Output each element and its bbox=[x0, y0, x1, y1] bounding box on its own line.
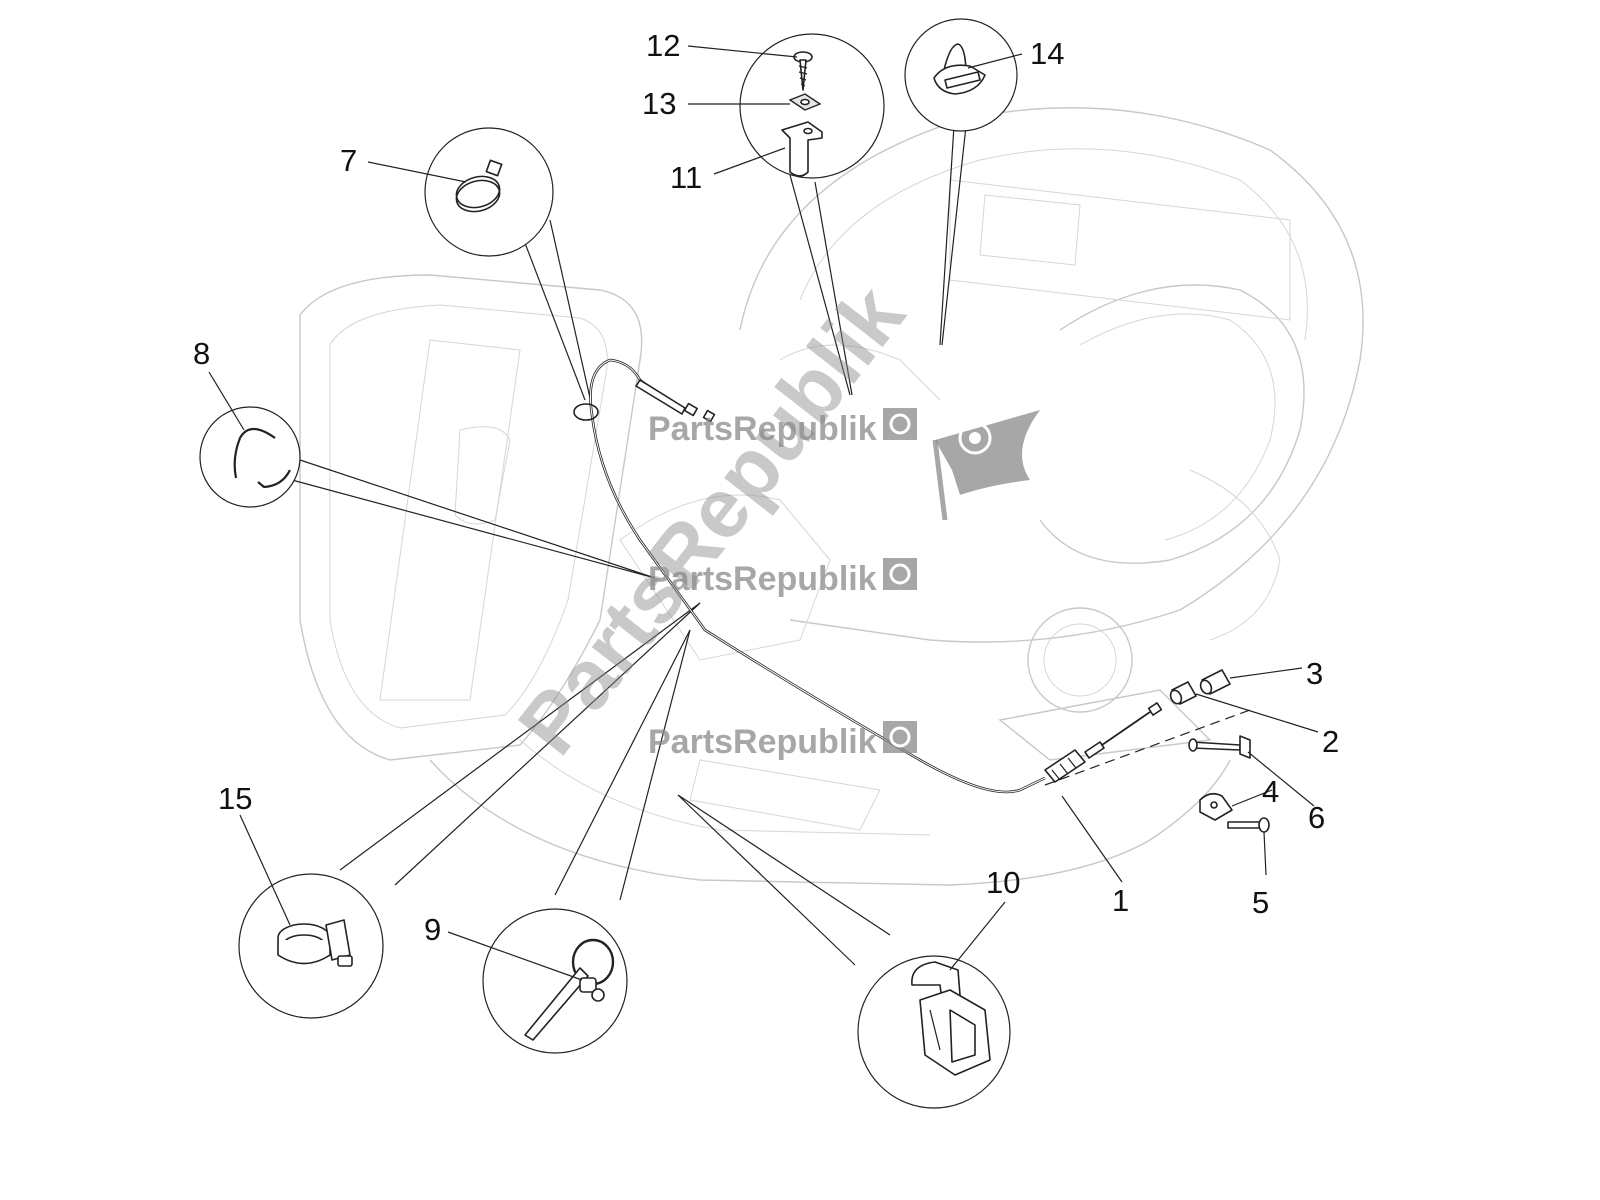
screw-part-5 bbox=[1227, 817, 1270, 833]
plate-part-4 bbox=[1199, 792, 1233, 821]
callout-circle-14 bbox=[904, 18, 1018, 132]
part-number-9: 9 bbox=[424, 912, 441, 947]
part-number-labels: 1 2 3 4 5 6 7 8 9 10 11 12 13 14 15 bbox=[193, 28, 1339, 947]
cable-clamp-part-15 bbox=[277, 919, 353, 967]
watermark-label-2: PartsRepublik bbox=[648, 558, 917, 598]
number-leaders bbox=[208, 45, 1319, 981]
callout-circle-8 bbox=[199, 406, 301, 508]
part-number-2: 2 bbox=[1322, 724, 1339, 759]
part-number-4: 4 bbox=[1262, 774, 1279, 809]
part-number-14: 14 bbox=[1030, 36, 1064, 71]
throttle-cable-part-1 bbox=[573, 358, 1163, 794]
callout-circle-11-12-13 bbox=[739, 33, 885, 179]
part-number-11: 11 bbox=[670, 160, 702, 195]
watermark-flag-icon bbox=[932, 410, 1040, 521]
watermark-text-2: PartsRepublik bbox=[648, 560, 877, 598]
part-number-6: 6 bbox=[1308, 800, 1325, 835]
watermark-text-3: PartsRepublik bbox=[648, 723, 877, 761]
callout-circle-7 bbox=[424, 127, 554, 257]
cable-tie-part-9 bbox=[524, 938, 615, 1041]
gear-icon bbox=[883, 408, 917, 440]
screw-part-12 bbox=[793, 51, 813, 91]
watermark-text-1: PartsRepublik bbox=[648, 410, 877, 448]
clip-nut-part-13 bbox=[788, 93, 822, 111]
pin-part-6 bbox=[1188, 735, 1251, 759]
part-number-8: 8 bbox=[193, 336, 210, 371]
bracket-part-11 bbox=[781, 121, 823, 177]
callout-circle-9 bbox=[482, 908, 628, 1054]
callout-circle-10 bbox=[857, 955, 1011, 1109]
spring-clip-part-8 bbox=[233, 427, 291, 489]
cable-holder-part-10 bbox=[911, 961, 991, 1076]
part-number-5: 5 bbox=[1252, 885, 1269, 920]
cable-tie-ring-part-7 bbox=[455, 159, 503, 213]
part-number-12: 12 bbox=[646, 28, 680, 63]
gear-icon bbox=[883, 721, 917, 753]
bushing-part-2 bbox=[1169, 681, 1197, 705]
part-number-10: 10 bbox=[986, 865, 1020, 900]
push-clip-part-14 bbox=[933, 43, 986, 95]
sleeve-part-3 bbox=[1199, 669, 1231, 695]
scooter-body-outline bbox=[299, 107, 1364, 886]
part-number-1: 1 bbox=[1112, 883, 1129, 918]
watermark-label-3: PartsRepublik bbox=[648, 721, 917, 761]
part-number-3: 3 bbox=[1306, 656, 1323, 691]
watermark-label-1: PartsRepublik bbox=[648, 408, 917, 448]
part-number-7: 7 bbox=[340, 143, 357, 178]
part-number-13: 13 bbox=[642, 86, 676, 121]
callout-circle-15 bbox=[238, 873, 384, 1019]
gear-icon bbox=[883, 558, 917, 590]
part-number-15: 15 bbox=[218, 781, 252, 816]
callout-leaders bbox=[291, 107, 969, 966]
